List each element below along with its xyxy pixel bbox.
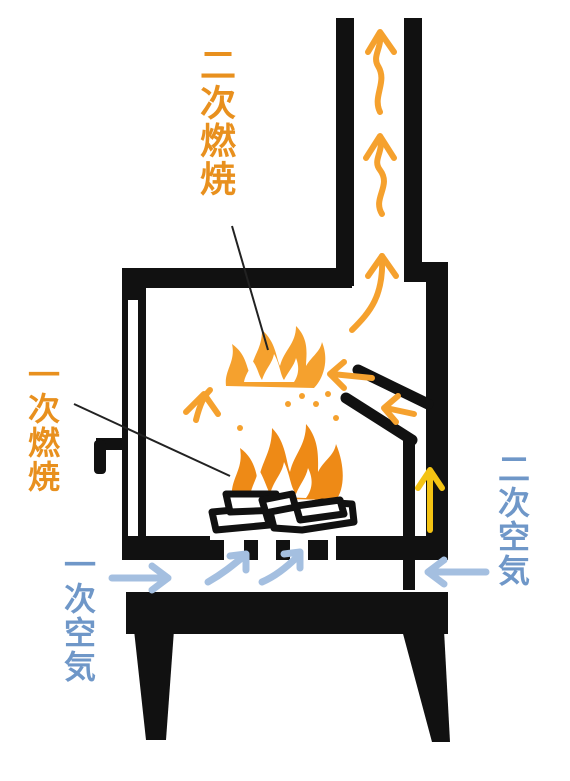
airflow-arrow-icon <box>381 393 401 425</box>
airflow-arrow-icon <box>226 550 250 574</box>
leader-line-secondary-combustion <box>231 225 269 351</box>
leader-line-primary-combustion <box>73 403 231 477</box>
stove-top-wall <box>122 268 352 288</box>
secondary-air-inflow-arrows <box>327 359 417 425</box>
airflow-arrow-icon <box>193 387 213 423</box>
airflow-arrow-icon <box>415 467 445 491</box>
airflow-arrow-icon <box>280 548 304 572</box>
airflow-arrow-icon <box>383 405 417 417</box>
airflow-arrow-icon <box>365 29 397 55</box>
air-intake-arrows <box>108 548 490 594</box>
grate-bar <box>210 540 224 560</box>
grate-bar <box>308 540 328 560</box>
primary-flame-icon <box>231 424 343 500</box>
label-primary-air: 一次空気 <box>59 548 97 684</box>
airflow-arrow-icon <box>373 31 385 115</box>
label-primary-combustion: 一次燃焼 <box>23 358 61 494</box>
airflow-arrow-icon <box>424 556 448 588</box>
flue-gas-arrows <box>183 29 399 423</box>
firebox-floor-right <box>336 536 448 560</box>
firewood-logs-icon <box>208 490 358 534</box>
chimney-right-wall <box>404 18 422 264</box>
airflow-arrow-icon <box>363 133 397 161</box>
leader-lines <box>73 225 269 477</box>
airflow-arrow-icon <box>148 562 172 594</box>
chimney-left-wall <box>336 18 354 286</box>
secondary-air-duct <box>403 440 415 590</box>
flame-inner <box>250 462 312 498</box>
log <box>292 496 348 524</box>
label-secondary-air: 二次空気 <box>493 452 531 588</box>
airflow-arrow-icon <box>183 391 221 417</box>
airflow-arrow-icon <box>204 552 248 586</box>
door-handle-grip <box>94 440 106 474</box>
stove-leg-right <box>402 630 450 742</box>
airflow-arrow-icon <box>258 552 302 586</box>
secondary-flame-icon <box>225 326 339 431</box>
stove-base <box>126 592 448 634</box>
airflow-arrow-icon <box>329 371 375 381</box>
secondary-air-up-arrow <box>415 467 445 533</box>
label-secondary-combustion: 二次燃焼 <box>194 46 235 198</box>
airflow-arrow-icon <box>349 253 386 333</box>
stove-door-strip <box>128 300 138 540</box>
airflow-arrow-icon <box>374 135 387 217</box>
stove-leg-left <box>134 630 174 740</box>
airflow-arrow-icon <box>365 253 399 279</box>
flame-inner <box>244 354 299 382</box>
firebox-floor-left <box>122 536 210 560</box>
airflow-arrow-icon <box>327 359 347 391</box>
